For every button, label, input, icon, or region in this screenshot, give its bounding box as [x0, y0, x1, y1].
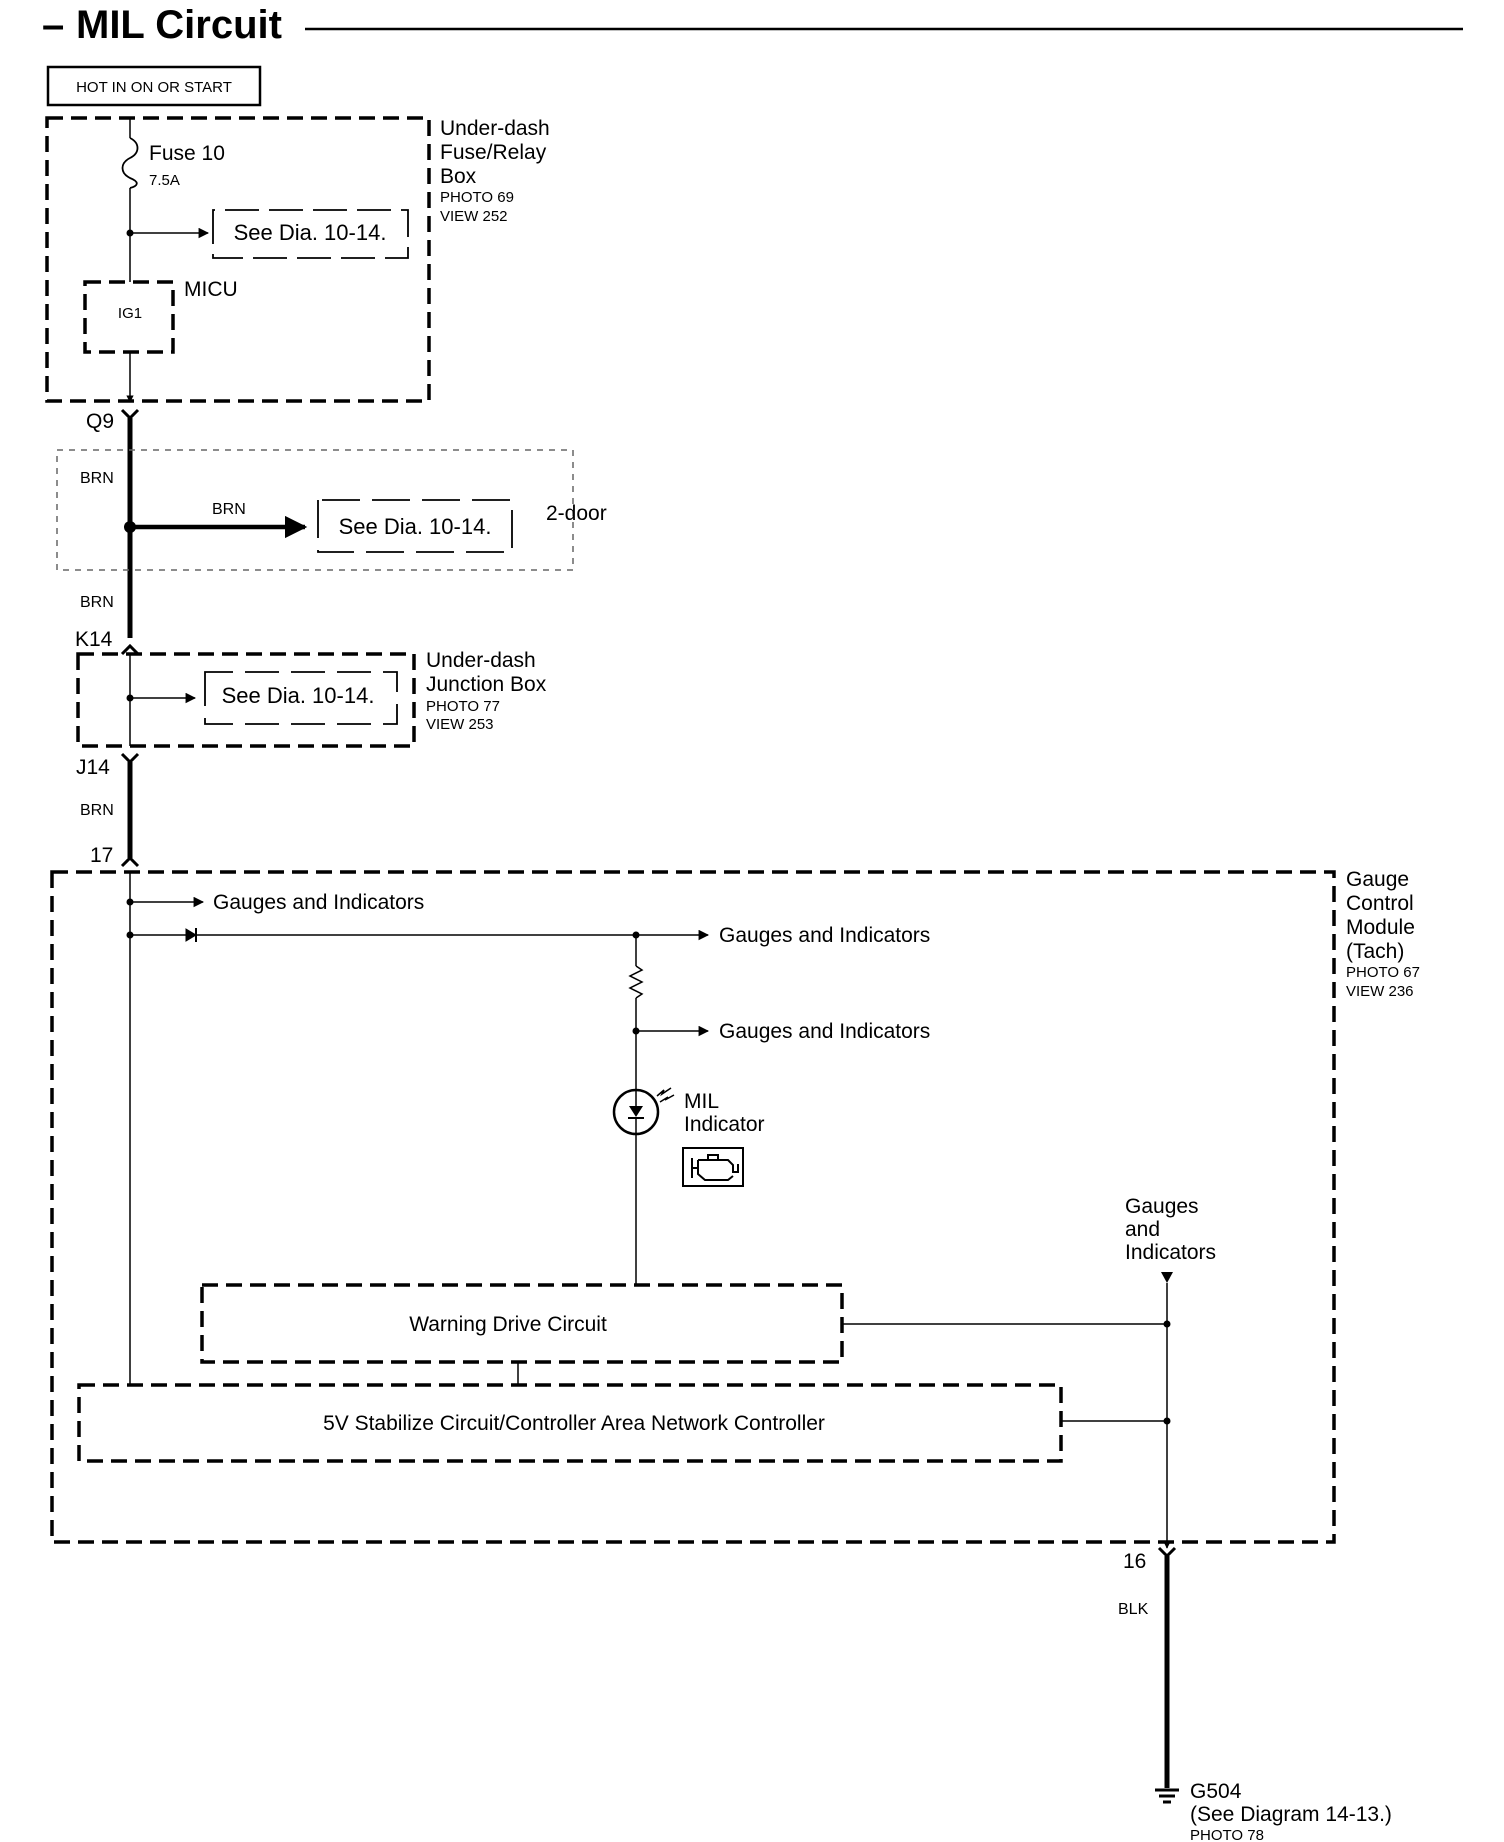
gauge-photo: PHOTO 67 [1346, 964, 1420, 981]
wire-brn-2: BRN [80, 594, 114, 611]
ground-symbol [1155, 1788, 1179, 1804]
check-engine-icon [682, 1147, 744, 1187]
see-dia-junction: See Dia. 10-14. [222, 683, 375, 708]
hot-label-box [46, 65, 262, 107]
pin-17: 17 [90, 844, 113, 867]
gauge-control-module [50, 870, 1336, 1544]
gauge-name-3: Module [1346, 916, 1415, 939]
junction-box [76, 652, 416, 748]
stabilize-circuit [77, 1383, 1063, 1463]
gauges-stack-1: Gauges [1125, 1195, 1199, 1218]
see-dia-box-junction [204, 671, 398, 725]
wire-brn-2door: BRN [212, 501, 246, 518]
page-title: MIL Circuit [76, 3, 282, 47]
fuse-box-view: VIEW 252 [440, 208, 508, 225]
see-dia-box-2door [317, 499, 513, 553]
wire-brn-1: BRN [80, 470, 114, 487]
gauges-down-arrow [1161, 1272, 1173, 1283]
fuse-label: Fuse 10 [149, 142, 225, 165]
pin16-terminal [1157, 1546, 1177, 1559]
mil-led-triangle [629, 1106, 643, 1117]
resistor-symbol [628, 965, 644, 999]
fuse-box-name-1: Under-dash [440, 117, 550, 140]
fuse-box-photo: PHOTO 69 [440, 189, 514, 206]
two-door-box [56, 449, 574, 571]
gauges-stack-3: Indicators [1125, 1241, 1216, 1264]
gauge-view: VIEW 236 [1346, 983, 1414, 1000]
see-dia-box-fuse [212, 209, 409, 259]
fuse-box-name-3: Box [440, 165, 477, 188]
gauges-indicators-1: Gauges and Indicators [213, 891, 424, 914]
two-door-label: 2-door [546, 502, 607, 525]
mil-label-1: MIL [684, 1090, 719, 1113]
fuse-rating: 7.5A [149, 172, 180, 189]
mil-light-rays [656, 1087, 675, 1103]
ground-photo: PHOTO 78 [1190, 1827, 1264, 1842]
junction-photo: PHOTO 77 [426, 698, 500, 715]
see-dia-2door: See Dia. 10-14. [339, 514, 492, 539]
hot-label: HOT IN ON OR START [76, 79, 232, 96]
k14-terminal [120, 643, 140, 656]
gauges-indicators-2: Gauges and Indicators [719, 924, 930, 947]
gauges-indicators-3: Gauges and Indicators [719, 1020, 930, 1043]
fuse-symbol [121, 137, 139, 189]
title-dash: – [42, 3, 64, 47]
see-dia-fuse: See Dia. 10-14. [234, 220, 387, 245]
gauge-name-2: Control [1346, 892, 1414, 915]
connector-j14: J14 [76, 756, 110, 779]
warning-drive-label: Warning Drive Circuit [409, 1313, 607, 1336]
diode-symbol [185, 928, 197, 942]
connector-k14: K14 [75, 628, 113, 651]
gauge-name-4: (Tach) [1346, 940, 1404, 963]
splice-dot-r2 [1163, 1417, 1171, 1425]
pin-16: 16 [1123, 1550, 1146, 1573]
wire-brn-3: BRN [80, 802, 114, 819]
gauges-stack-2: and [1125, 1218, 1160, 1241]
ground-name: G504 [1190, 1780, 1242, 1803]
pin17-terminal [120, 855, 140, 868]
ground-see: (See Diagram 14-13.) [1190, 1803, 1392, 1826]
warning-drive-circuit [200, 1283, 844, 1364]
junction-name-1: Under-dash [426, 649, 536, 672]
splice-dot-r1 [1163, 1320, 1171, 1328]
junction-view: VIEW 253 [426, 716, 494, 733]
stabilize-label: 5V Stabilize Circuit/Controller Area Net… [323, 1412, 825, 1435]
mil-label-2: Indicator [684, 1113, 765, 1136]
junction-name-2: Junction Box [426, 673, 547, 696]
q9-terminal [120, 408, 140, 421]
j14-terminal [120, 752, 140, 765]
micu-ig1-box [83, 280, 175, 354]
fuse-box-name-2: Fuse/Relay [440, 141, 547, 164]
ig1-label: IG1 [118, 305, 142, 322]
wire-blk: BLK [1118, 1601, 1149, 1618]
connector-q9: Q9 [86, 410, 114, 433]
gauge-name-1: Gauge [1346, 868, 1409, 891]
fuse-relay-box [45, 116, 431, 403]
micu-label: MICU [184, 278, 238, 301]
